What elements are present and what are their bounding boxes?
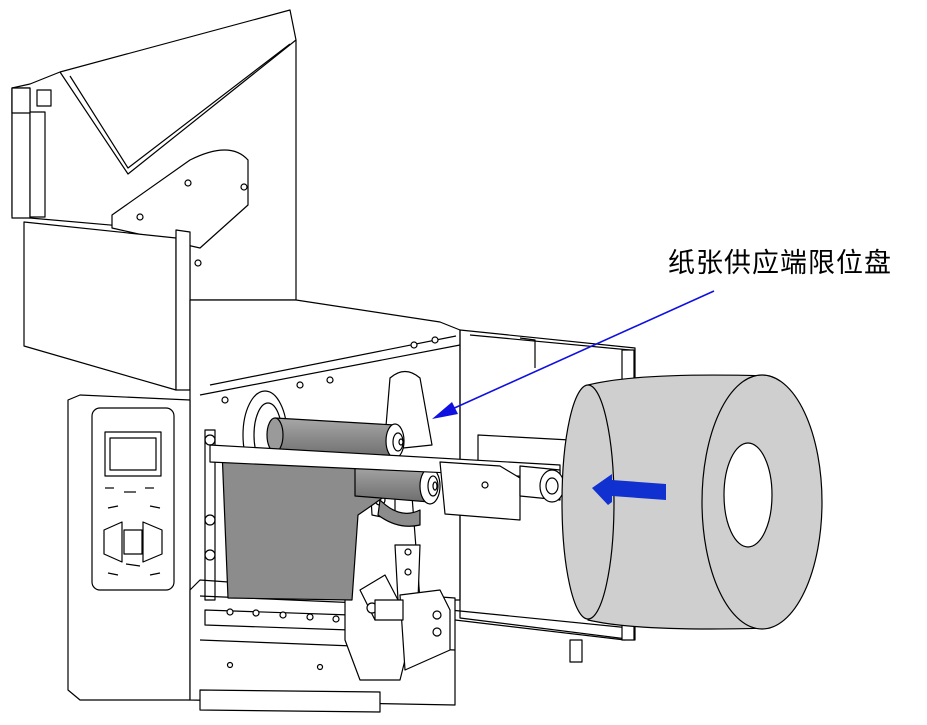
insert-direction-arrow-icon [592, 474, 666, 505]
annotation-label: 纸张供应端限位盘 [668, 248, 892, 279]
control-panel [67, 394, 191, 701]
printer-lid [11, 9, 297, 391]
lower-roller [354, 464, 441, 527]
media-roll [561, 374, 823, 630]
pointer-arrowhead-icon [432, 402, 458, 419]
media-spindle [209, 444, 565, 521]
upper-roller [266, 417, 405, 459]
annotation-pointer [432, 290, 715, 419]
